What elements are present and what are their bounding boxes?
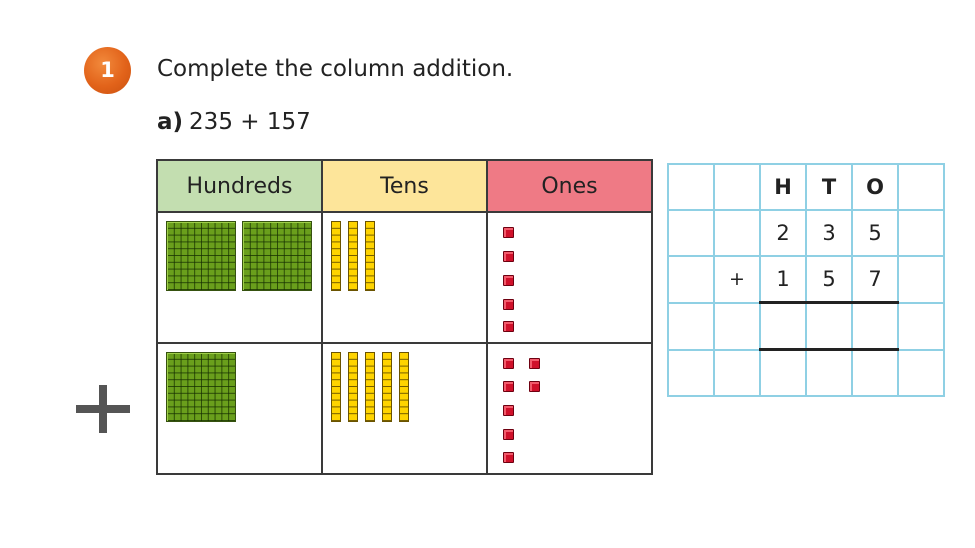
grid-cell bbox=[667, 163, 715, 211]
one-cube-icon bbox=[503, 452, 514, 463]
one-cube-icon bbox=[503, 429, 514, 440]
answer-hundreds-cell[interactable] bbox=[759, 301, 807, 351]
part-label: a) bbox=[157, 109, 184, 135]
ten-rod-icon bbox=[331, 221, 341, 291]
addend-1-ones: 5 bbox=[851, 209, 899, 257]
question-part: a)235 + 157 bbox=[157, 109, 311, 135]
one-cube-icon bbox=[529, 358, 540, 369]
carry-ones-cell[interactable] bbox=[851, 348, 899, 397]
grid-cell bbox=[713, 301, 761, 351]
addend-2-tens: 5 bbox=[805, 255, 853, 304]
hundred-block-icon bbox=[166, 352, 236, 422]
addend-1-hundreds: 2 bbox=[759, 209, 807, 257]
grid-header-h: H bbox=[759, 163, 807, 211]
hundred-block-icon bbox=[166, 221, 236, 291]
one-cube-icon bbox=[503, 251, 514, 262]
one-cube-icon bbox=[503, 299, 514, 310]
grid-cell bbox=[667, 209, 715, 257]
ten-rod-icon bbox=[365, 221, 375, 291]
header-tens: Tens bbox=[321, 159, 488, 213]
grid-cell bbox=[897, 163, 945, 211]
header-ones: Ones bbox=[486, 159, 653, 213]
addend-2-ones: 7 bbox=[851, 255, 899, 304]
place-value-chart: Hundreds Tens Ones bbox=[156, 159, 653, 475]
grid-cell bbox=[897, 301, 945, 351]
grid-header-t: T bbox=[805, 163, 853, 211]
grid-cell bbox=[897, 255, 945, 304]
part-expression: 235 + 157 bbox=[189, 109, 311, 135]
ten-rod-icon bbox=[382, 352, 392, 422]
grid-cell bbox=[667, 348, 715, 397]
grid-cell bbox=[713, 348, 761, 397]
question-number-badge: 1 bbox=[84, 47, 131, 94]
plus-icon bbox=[76, 385, 130, 433]
addend-2-hundreds: 1 bbox=[759, 255, 807, 304]
answer-tens-cell[interactable] bbox=[805, 301, 853, 351]
addend-1-tens: 3 bbox=[805, 209, 853, 257]
header-hundreds: Hundreds bbox=[156, 159, 323, 213]
column-addition-grid: H T O 2 3 5 + 1 5 7 bbox=[667, 163, 945, 397]
question-title: Complete the column addition. bbox=[157, 56, 514, 82]
grid-cell bbox=[897, 348, 945, 397]
grid-header-row: H T O bbox=[667, 163, 945, 211]
one-cube-icon bbox=[529, 381, 540, 392]
one-cube-icon bbox=[503, 275, 514, 286]
answer-ones-cell[interactable] bbox=[851, 301, 899, 351]
grid-cell bbox=[713, 209, 761, 257]
plus-sign: + bbox=[713, 255, 761, 304]
grid-cell bbox=[667, 255, 715, 304]
grid-carry-row bbox=[667, 348, 945, 397]
row2-tens-cell bbox=[321, 342, 488, 475]
grid-addend-1-row: 2 3 5 bbox=[667, 209, 945, 257]
place-value-row-2 bbox=[156, 342, 653, 475]
row2-ones-cell bbox=[486, 342, 653, 475]
grid-cell bbox=[713, 163, 761, 211]
ten-rod-icon bbox=[399, 352, 409, 422]
row1-tens-cell bbox=[321, 211, 488, 344]
row1-hundreds-cell bbox=[156, 211, 323, 344]
one-cube-icon bbox=[503, 321, 514, 332]
carry-hundreds-cell[interactable] bbox=[759, 348, 807, 397]
row1-ones-cell bbox=[486, 211, 653, 344]
ten-rod-icon bbox=[348, 221, 358, 291]
grid-cell bbox=[667, 301, 715, 351]
row2-hundreds-cell bbox=[156, 342, 323, 475]
one-cube-icon bbox=[503, 405, 514, 416]
one-cube-icon bbox=[503, 358, 514, 369]
grid-cell bbox=[897, 209, 945, 257]
carry-tens-cell[interactable] bbox=[805, 348, 853, 397]
grid-header-o: O bbox=[851, 163, 899, 211]
hundred-block-icon bbox=[242, 221, 312, 291]
one-cube-icon bbox=[503, 381, 514, 392]
place-value-row-1 bbox=[156, 211, 653, 344]
ten-rod-icon bbox=[348, 352, 358, 422]
grid-addend-2-row: + 1 5 7 bbox=[667, 255, 945, 304]
one-cube-icon bbox=[503, 227, 514, 238]
ten-rod-icon bbox=[331, 352, 341, 422]
plus-icon-vertical-bar bbox=[99, 385, 107, 433]
ten-rod-icon bbox=[365, 352, 375, 422]
grid-answer-row bbox=[667, 301, 945, 351]
